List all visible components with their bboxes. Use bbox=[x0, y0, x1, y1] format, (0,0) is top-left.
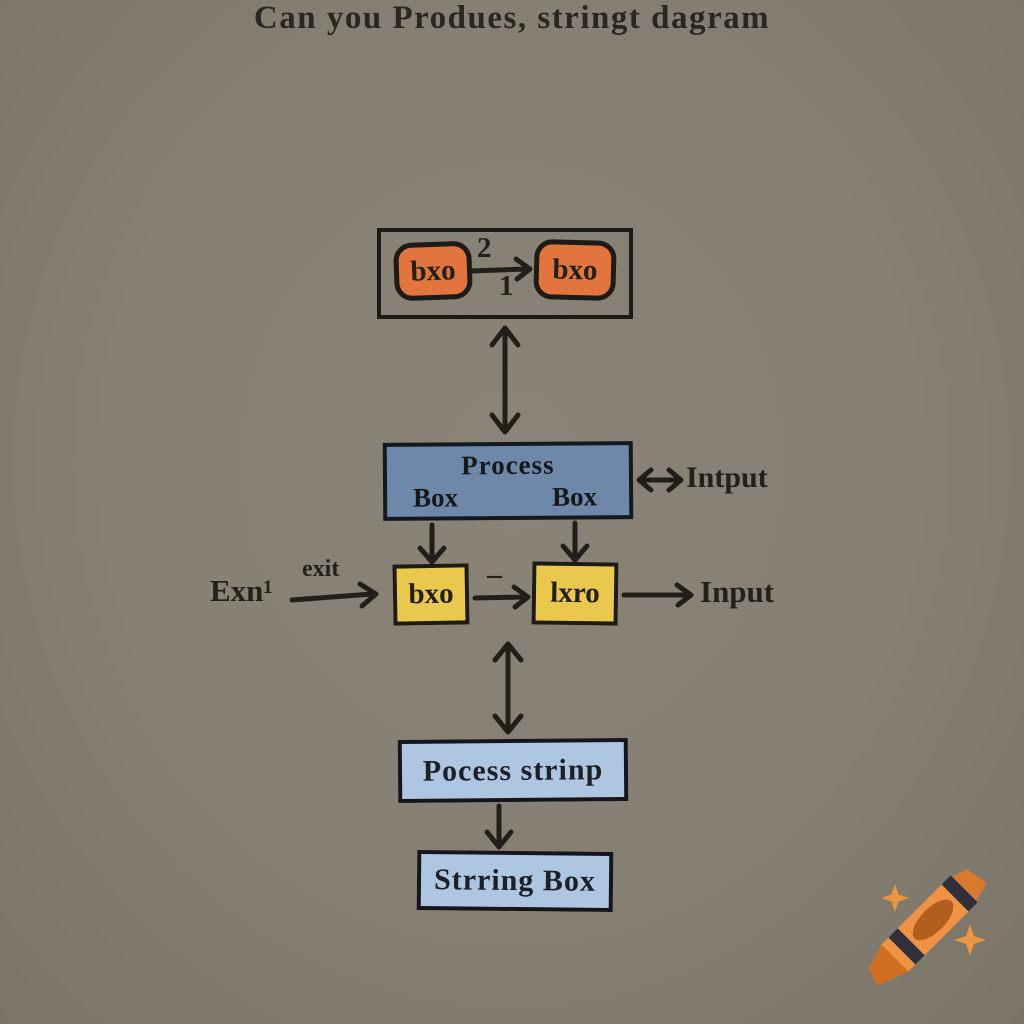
middle-bottom-double-arrow-icon bbox=[492, 641, 524, 735]
process-string-box: Pocess strinp bbox=[397, 737, 629, 804]
yellow-lxro-node: lxro bbox=[531, 561, 619, 626]
input-label: Input bbox=[700, 574, 775, 609]
top-left-node: bxo bbox=[393, 240, 473, 302]
top-container-box: bxo bxo 2 1 bbox=[377, 228, 633, 319]
top-right-node: bxo bbox=[533, 238, 617, 302]
process-box-left-label: Box bbox=[413, 482, 459, 513]
process-box-title: Process bbox=[461, 449, 555, 481]
exit-arrow-icon bbox=[289, 581, 379, 609]
top-process-double-arrow-icon bbox=[489, 325, 521, 435]
process-box-right-label: Box bbox=[551, 481, 598, 512]
dash-label: – bbox=[487, 558, 502, 591]
process-to-bxo-arrow-icon bbox=[417, 522, 447, 565]
crayon-icon bbox=[868, 869, 987, 986]
string-box: Strring Box bbox=[416, 849, 614, 913]
to-string-box-arrow-icon bbox=[484, 803, 514, 850]
intput-label: Intput bbox=[686, 461, 768, 494]
bxo-to-lxro-arrow-icon bbox=[472, 584, 531, 610]
process-box: Process Box Box bbox=[382, 441, 634, 521]
diagram-title: Can you Produes, stringt dagram bbox=[253, 0, 771, 36]
intput-double-arrow-icon bbox=[636, 467, 684, 493]
sparkle-icon bbox=[881, 884, 909, 912]
crayon-body bbox=[868, 869, 987, 986]
sparkle-icon bbox=[954, 924, 986, 956]
top-arrow-label-2: 2 bbox=[477, 232, 492, 264]
exit-label: exit bbox=[302, 556, 340, 582]
yellow-bxo-node: bxo bbox=[392, 563, 470, 626]
process-to-lxro-arrow-icon bbox=[560, 520, 590, 563]
exn-label: Exn¹ bbox=[210, 573, 273, 608]
top-nodes-arrow-icon bbox=[468, 256, 533, 282]
top-arrow-label-1: 1 bbox=[499, 270, 514, 302]
lxro-to-input-arrow-icon bbox=[621, 582, 694, 608]
